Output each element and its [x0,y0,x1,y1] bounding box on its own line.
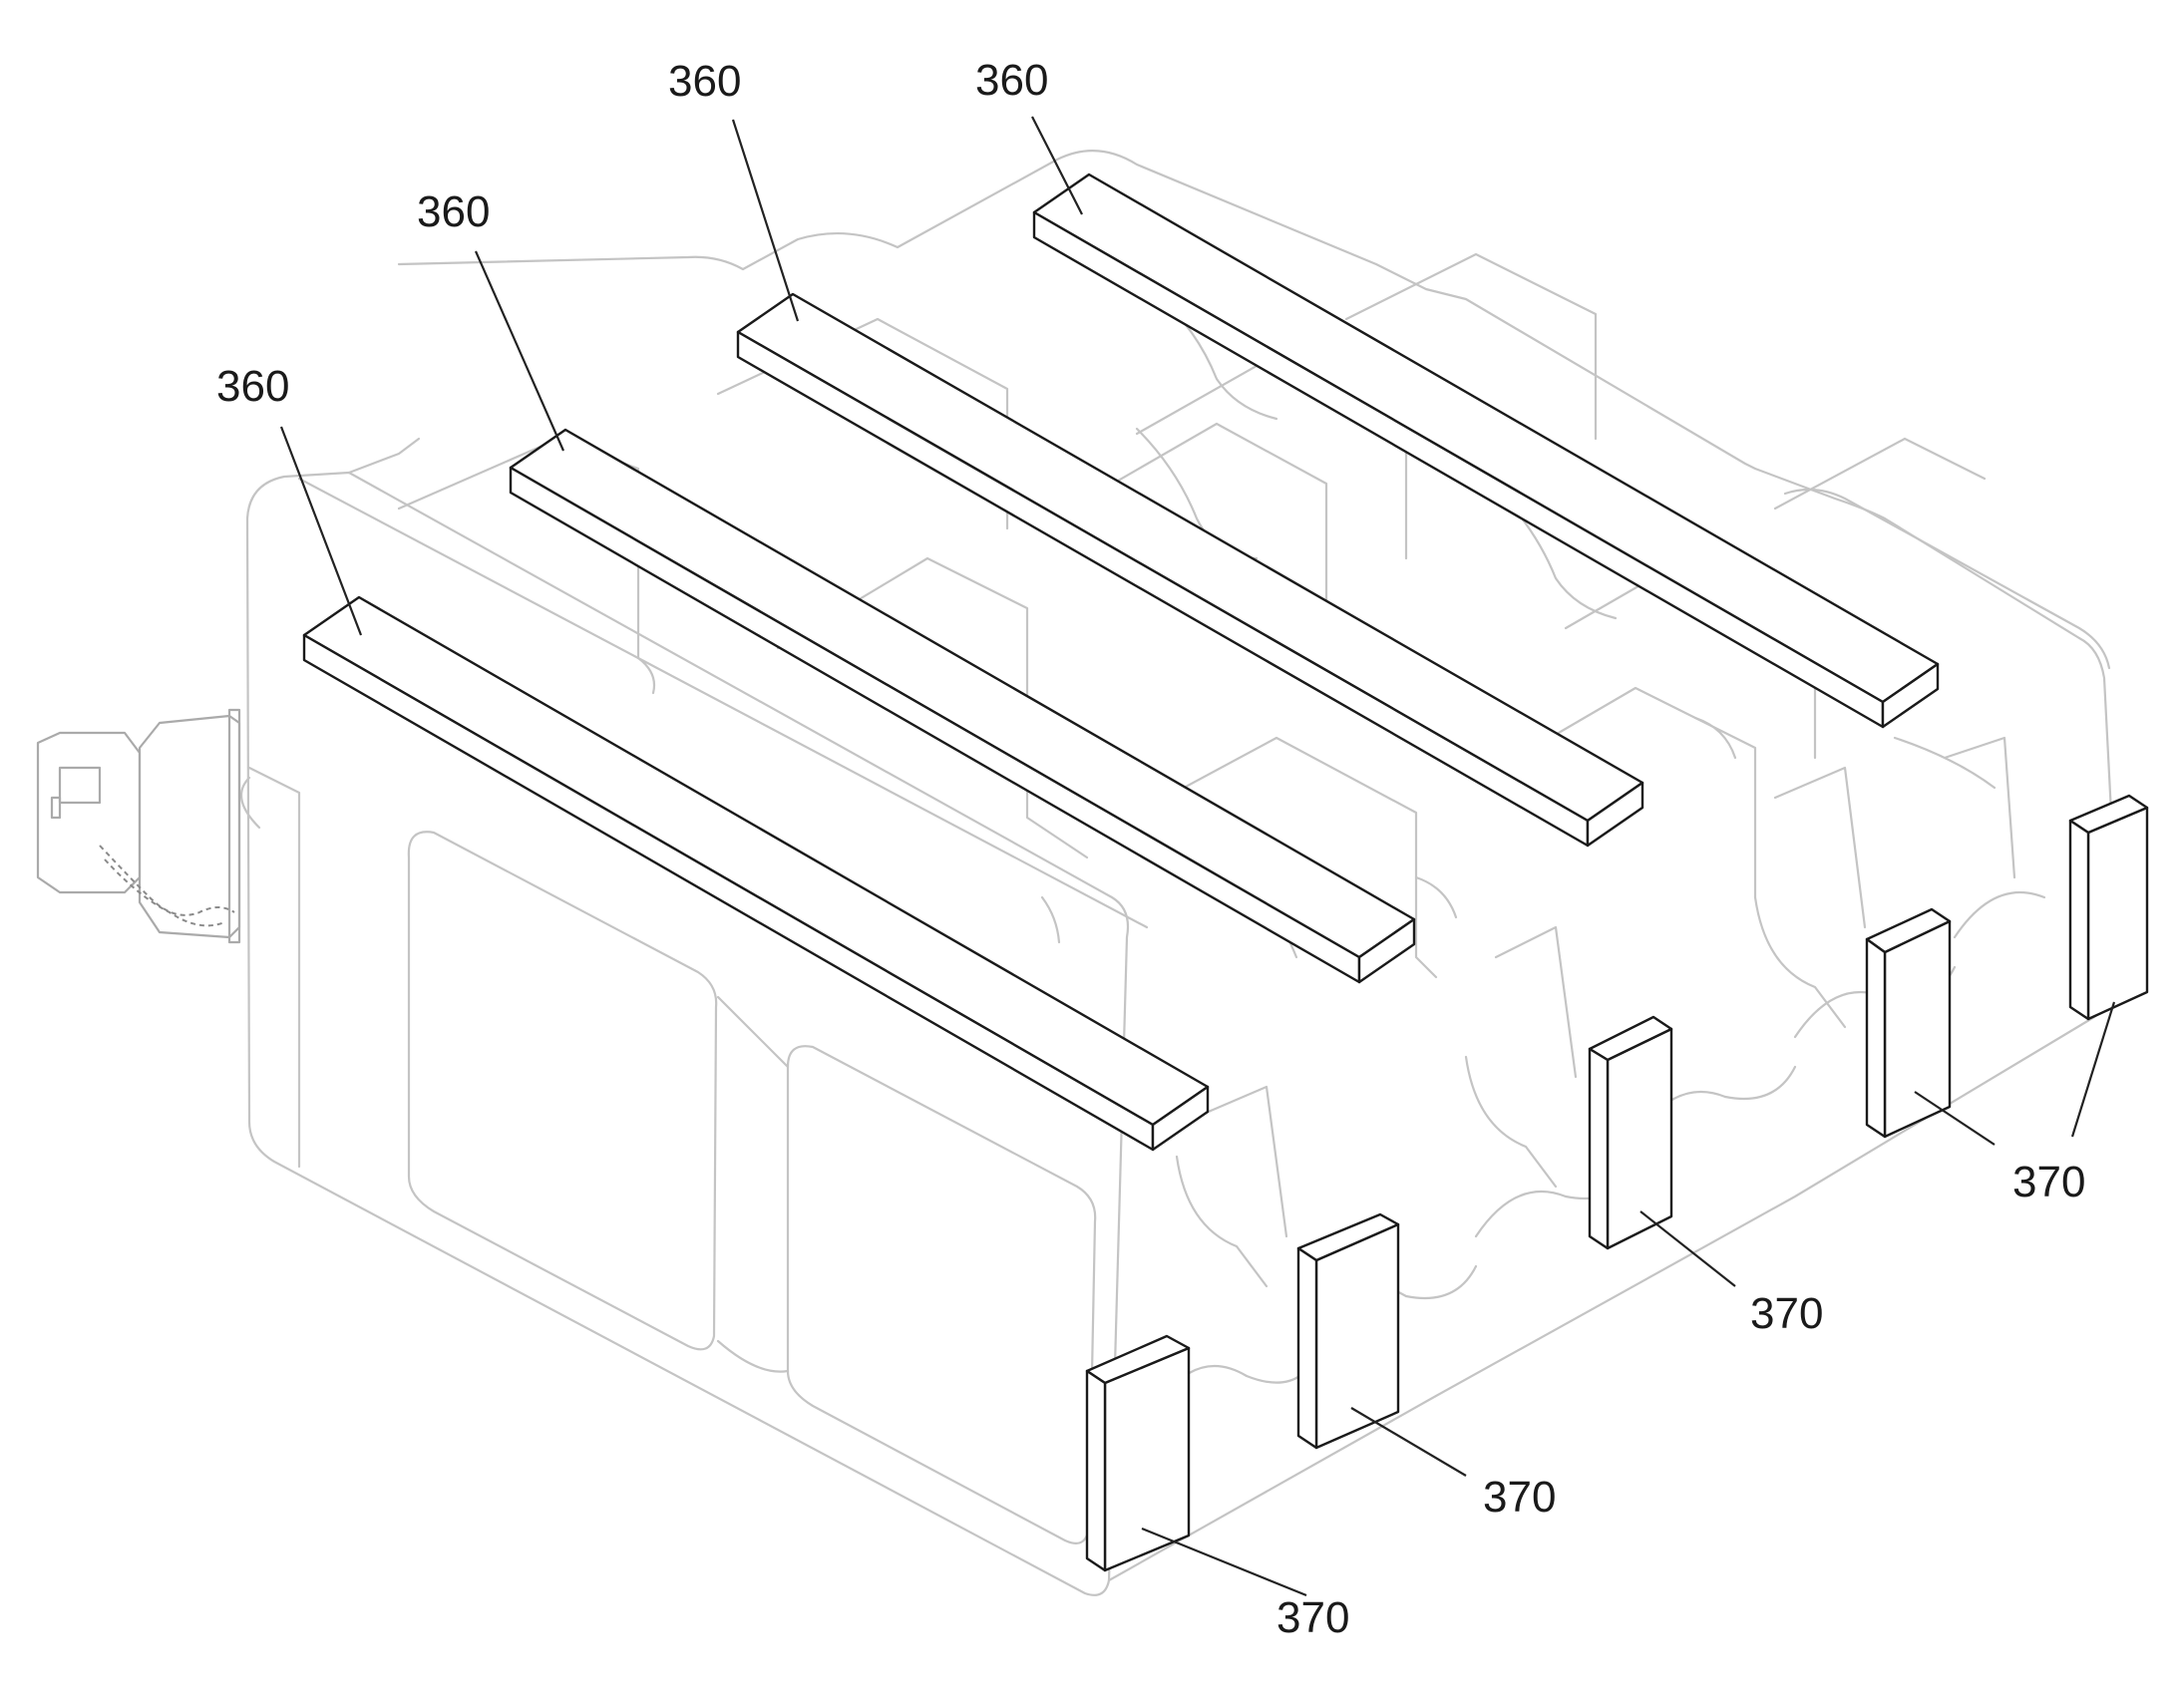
top-bar-b [509,428,1416,984]
side-pad-b [1296,1212,1400,1450]
leader-lines [279,116,2116,1597]
label-bar-b: 360 [417,187,490,236]
label-pad-d: 370 [2012,1158,2085,1206]
top-bar-a [302,595,1210,1152]
side-pad-e [2068,794,2149,1021]
top-bar-d [1032,172,1940,729]
label-bar-d: 360 [975,56,1048,105]
connector-fitting [36,708,241,944]
label-bar-a: 360 [216,362,289,411]
side-pad-c [1588,1015,1673,1250]
label-pad-b: 370 [1483,1473,1556,1522]
reference-labels: 360 360 360 360 370 370 370 370 [216,56,2085,1642]
top-bar-c [736,292,1644,848]
label-bar-c: 360 [668,57,741,106]
label-pad-c: 370 [1750,1289,1823,1338]
side-pad-d [1865,907,1952,1139]
label-pad-a: 370 [1276,1593,1349,1642]
side-pad-a [1085,1334,1191,1572]
